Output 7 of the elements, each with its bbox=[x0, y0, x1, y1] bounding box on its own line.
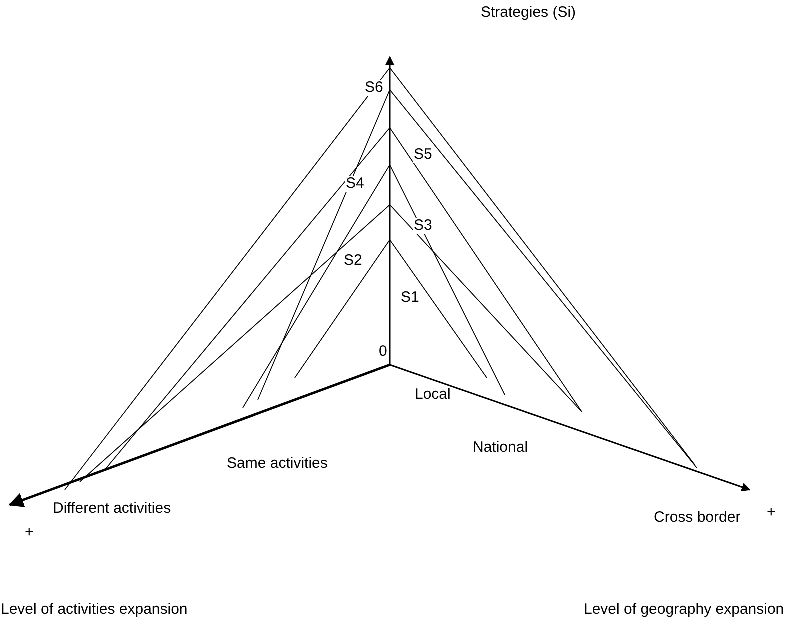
axis-title: Level of activities expansion bbox=[0, 602, 189, 618]
strategy-label: S4 bbox=[345, 176, 366, 192]
axis-title: Level of geography expansion bbox=[583, 602, 786, 618]
axis-label: Strategies (Si) bbox=[480, 5, 578, 21]
strategy-label: S5 bbox=[413, 147, 434, 163]
strategy-label: S3 bbox=[413, 218, 434, 234]
strategy-label: S6 bbox=[364, 80, 384, 96]
